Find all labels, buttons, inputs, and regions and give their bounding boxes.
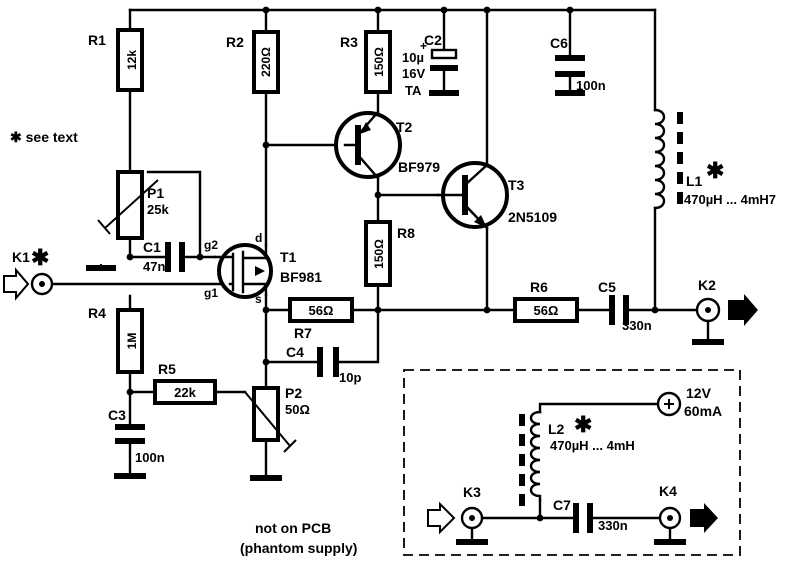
resistor-r8: 150Ω R8 [364,220,415,287]
t3-type: 2N5109 [508,209,557,225]
c2-plus: + [420,39,427,53]
resistor-r3: 150Ω R3 [340,30,392,94]
t2-type: BF979 [398,159,440,175]
wires [50,8,702,478]
p1-value: 25k [147,202,169,217]
t1-pin-s: s [255,292,262,306]
k3-label: K3 [463,484,481,500]
c3-value: 100n [135,450,165,465]
potentiometer-p2: P2 50Ω [244,385,310,453]
r8-value: 150Ω [372,239,386,269]
capacitor-c3: C3 100n [108,407,165,465]
capacitor-c2: + C2 10µ 16V TA [402,32,458,98]
c4-value: 10p [339,370,361,385]
capacitor-c4: C4 10p [286,344,361,385]
r3-value: 150Ω [372,47,386,77]
p2-label: P2 [285,385,302,401]
transistor-t1: d g2 g1 s T1 BF981 [204,231,322,306]
t1-label: T1 [280,249,297,265]
phantom-supply-box: L2 ✱ 470µH ... 4mH C7 330n 12V 60mA K3 K… [403,369,741,556]
c5-value: 330n [622,318,652,333]
resistor-r5: 22k R5 [153,361,217,405]
r6-label: R6 [530,279,548,295]
r7-value: 56Ω [309,303,334,318]
k4-label: K4 [659,483,677,499]
l2-label: L2 [548,421,565,437]
phantom-supply-note: (phantom supply) [240,540,357,556]
supply-current: 60mA [684,403,722,419]
t1-pin-d: d [255,231,262,245]
supply-voltage: 12V [686,385,712,401]
connector-k2: K2 [692,277,758,345]
t1-pin-g1: g1 [204,286,218,300]
c7-value: 330n [598,518,628,533]
transistor-t3: T3 2N5109 [436,161,557,230]
capacitor-c1: C1 47n [143,239,185,274]
connector-k1: K1 ✱ [3,245,54,301]
l1-value: 470µH ... 4mH7 [684,192,776,207]
potentiometer-p1: P1 25k [97,170,169,240]
l2-value: 470µH ... 4mH [550,438,635,453]
r5-label: R5 [158,361,176,377]
r5-value: 22k [174,385,196,400]
r1-label: R1 [88,32,106,48]
t2-label: T2 [396,119,413,135]
resistor-r1: 12k R1 [88,28,144,92]
c2-value3: TA [405,83,422,98]
c1-value: 47n [143,259,165,274]
capacitor-c5: C5 330n [598,279,652,333]
transistor-t2: T2 BF979 [334,110,440,180]
c1-label: C1 [143,239,161,255]
ground-symbols [86,90,585,481]
c3-label: C3 [108,407,126,423]
r8-label: R8 [397,225,415,241]
r4-label: R4 [88,305,106,321]
c6-value: 100n [576,78,606,93]
l2-star: ✱ [574,412,592,437]
r6-value: 56Ω [534,303,559,318]
resistor-r7: 56Ω R7 [288,297,354,341]
c5-label: C5 [598,279,616,295]
p2-value: 50Ω [285,402,310,417]
k1-label: K1 [12,249,30,265]
capacitor-c6: C6 100n [550,35,606,93]
t3-label: T3 [508,177,525,193]
c2-value2: 16V [402,66,425,81]
c4-label: C4 [286,344,304,360]
l1-star: ✱ [706,158,724,183]
resistor-r4: 1M R4 [88,305,144,374]
r3-label: R3 [340,34,358,50]
c2-value1: 10µ [402,50,424,65]
r4-value: 1M [125,333,139,350]
r2-label: R2 [226,34,244,50]
junction-dots [126,6,659,522]
resistor-r6: 56Ω R6 [513,279,579,323]
c7-label: C7 [553,497,571,513]
p1-label: P1 [147,185,164,201]
r7-label: R7 [294,325,312,341]
t1-type: BF981 [280,269,322,285]
resistor-r2: 220Ω R2 [226,30,280,94]
k2-label: K2 [698,277,716,293]
inductor-l1: ✱ L1 470µH ... 4mH7 [653,108,776,210]
not-on-pcb-note: not on PCB [255,520,331,536]
c2-label: C2 [424,32,442,48]
k1-star: ✱ [31,245,49,270]
c6-label: C6 [550,35,568,51]
l1-label: L1 [686,173,703,189]
t1-pin-g2: g2 [204,238,218,252]
see-text-note: ✱ see text [10,129,78,145]
r1-value: 12k [125,50,139,70]
r2-value: 220Ω [259,47,273,77]
